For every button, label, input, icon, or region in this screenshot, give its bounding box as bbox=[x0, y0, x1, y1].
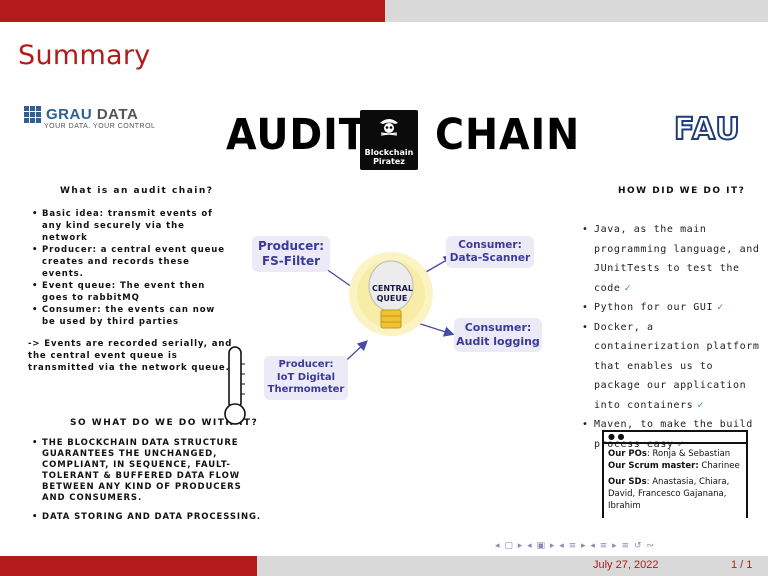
po-label: Our POs bbox=[608, 449, 647, 459]
page-number: 1 / 1 bbox=[731, 559, 753, 571]
pirate-line1: Blockchain bbox=[364, 148, 414, 157]
item-text: Docker, a containerization platform that… bbox=[594, 321, 760, 411]
po-value: : Ronja & Sebastian bbox=[646, 449, 731, 459]
consumer-audit-logging-node: Consumer: Audit logging bbox=[454, 318, 542, 352]
grau-data-logo: GRAU DATA YOUR DATA. YOUR CONTROL bbox=[24, 106, 155, 130]
heading-how: How did we do it? bbox=[618, 186, 746, 196]
check-icon: ✓ bbox=[717, 302, 724, 313]
grau-brand-b: DATA bbox=[96, 106, 139, 123]
list-item: Basic idea: transmit events of any kind … bbox=[32, 208, 232, 244]
list-item: Consumer: the events can now be used by … bbox=[32, 304, 232, 328]
list-item: Data storing and data processing. bbox=[32, 512, 262, 523]
item-text: Maven, to make the build process easy bbox=[594, 419, 753, 450]
fau-logo: FAU bbox=[673, 111, 741, 148]
sd-label: Our SDs bbox=[608, 477, 647, 487]
producer-iot-node: Producer: IoT Digital Thermometer bbox=[264, 356, 348, 400]
bottom-footer-bar bbox=[0, 556, 768, 576]
sm-label: Our Scrum master: bbox=[608, 461, 699, 471]
headline-audit: AUDIT bbox=[226, 110, 367, 160]
pirate-line2: Piratez bbox=[373, 157, 405, 166]
check-icon: ✓ bbox=[677, 438, 685, 450]
top-header-accent bbox=[0, 0, 385, 22]
grau-squares-icon bbox=[24, 106, 41, 123]
diagram-arrows bbox=[224, 252, 455, 425]
list-item: Java, as the main programming language, … bbox=[580, 220, 762, 298]
events-note: -> Events are recorded serially, and the… bbox=[28, 339, 233, 373]
item-text: Python for our GUI bbox=[594, 302, 714, 313]
team-box: ● ● Our POs: Ronja & Sebastian Our Scrum… bbox=[602, 430, 748, 518]
team-pos: Our POs: Ronja & Sebastian bbox=[604, 444, 746, 460]
check-icon: ✓ bbox=[697, 399, 704, 411]
thermometer-icon bbox=[224, 346, 246, 425]
left-bullet-list-2: The blockchain data structure guarantees… bbox=[32, 438, 262, 531]
blockchain-piratez-logo: Blockchain Piratez bbox=[360, 110, 418, 170]
poster: GRAU DATA YOUR DATA. YOUR CONTROL AUDIT … bbox=[14, 92, 762, 554]
audit-chain-diagram: Producer: FS-Filter Producer: IoT Digita… bbox=[214, 224, 574, 434]
heading-what-is: What is an audit chain? bbox=[60, 186, 214, 196]
list-item: The blockchain data structure guarantees… bbox=[32, 438, 262, 504]
grau-brand-a: GRAU bbox=[46, 106, 93, 123]
check-icon: ✓ bbox=[624, 282, 632, 294]
footer-accent bbox=[0, 556, 257, 576]
consumer-data-scanner-node: Consumer: Data-Scanner bbox=[446, 236, 534, 269]
list-item: Maven, to make the build process easy✓ bbox=[580, 415, 762, 454]
team-sds: Our SDs: Anastasia, Chiara, David, Franc… bbox=[604, 472, 746, 512]
central-queue-label: CENTRAL QUEUE bbox=[372, 284, 413, 303]
window-dots-icon: ● ● bbox=[604, 432, 746, 444]
heading-so-what: So what do we do with it? bbox=[70, 418, 259, 428]
slide-date: July 27, 2022 bbox=[593, 559, 659, 571]
list-item: Event queue: The event then goes to rabb… bbox=[32, 280, 232, 304]
left-bullet-list: Basic idea: transmit events of any kind … bbox=[32, 208, 232, 328]
beamer-navigation-icons[interactable]: ◂ ▢ ▸ ◂ ▣ ▸ ◂ ≡ ▸ ◂ ≡ ▸ ≡ ↺ ∾ bbox=[495, 541, 655, 551]
sd-value: : Anastasia, Chiara, David, Francesco Ga… bbox=[608, 477, 730, 511]
pirate-skull-icon bbox=[380, 119, 398, 136]
slide-title: Summary bbox=[18, 40, 151, 71]
producer-fs-filter-node: Producer: FS-Filter bbox=[252, 236, 330, 272]
top-header-bar bbox=[0, 0, 768, 22]
grau-tagline: YOUR DATA. YOUR CONTROL bbox=[44, 123, 156, 130]
headline-chain: CHAIN bbox=[435, 110, 581, 160]
lightbulb-icon bbox=[349, 252, 433, 336]
team-sm: Our Scrum master: Charinee bbox=[604, 460, 746, 472]
item-text: Java, as the main programming language, … bbox=[594, 224, 760, 294]
list-item: Python for our GUI✓ bbox=[580, 298, 762, 318]
sm-value: Charinee bbox=[698, 461, 740, 471]
right-bullet-list: Java, as the main programming language, … bbox=[580, 220, 762, 454]
list-item: Docker, a containerization platform that… bbox=[580, 318, 762, 416]
list-item: Producer: a central event queue creates … bbox=[32, 244, 232, 280]
